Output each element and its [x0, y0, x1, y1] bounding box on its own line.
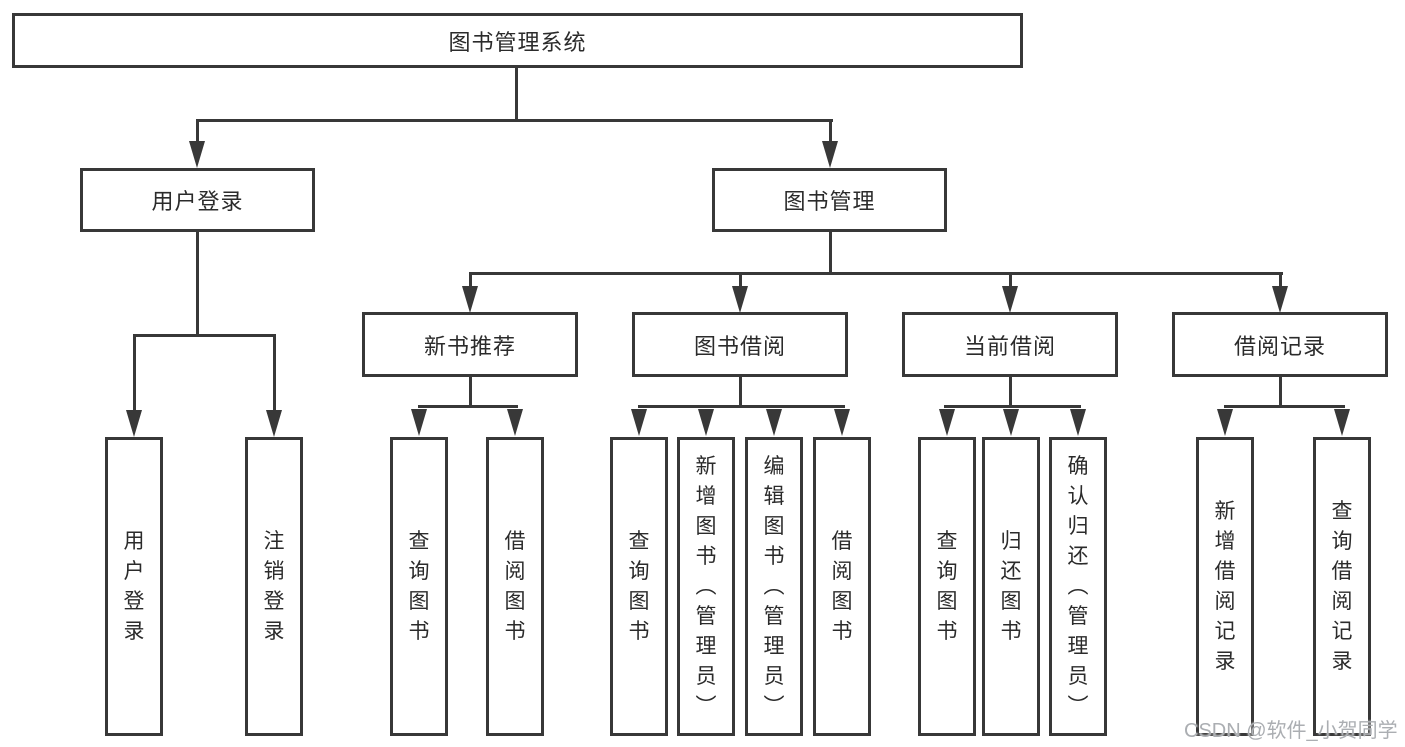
connector-drop-leaf	[133, 334, 136, 412]
arrowhead-down-icon	[1002, 286, 1018, 313]
node-borrow-records: 借阅记录	[1172, 312, 1388, 377]
arrowhead-down-icon	[1217, 409, 1233, 436]
leaf-return-books: 归 还 图 书	[982, 437, 1040, 736]
connector-group-bar	[418, 405, 518, 408]
connector-root-bar	[196, 119, 833, 122]
arrowhead-down-icon	[822, 141, 838, 168]
connector-drop-group	[1279, 272, 1282, 288]
arrowhead-down-icon	[266, 410, 282, 437]
leaf-logout: 注 销 登 录	[245, 437, 303, 736]
connector-group-stem	[1279, 377, 1282, 407]
node-current-borrow: 当前借阅	[902, 312, 1118, 377]
connector-user-login-bar	[133, 334, 276, 337]
leaf-borrow-books: 借 阅 图 书	[486, 437, 544, 736]
arrowhead-down-icon	[1272, 286, 1288, 313]
connector-drop-group	[739, 272, 742, 288]
connector-group-stem	[469, 377, 472, 407]
connector-group-bar	[1224, 405, 1345, 408]
arrowhead-down-icon	[834, 409, 850, 436]
arrowhead-down-icon	[631, 409, 647, 436]
arrowhead-down-icon	[1334, 409, 1350, 436]
connector-book-mgmt-bar	[469, 272, 1283, 275]
arrowhead-down-icon	[732, 286, 748, 313]
leaf-query-books: 查 询 图 书	[918, 437, 976, 736]
connector-book-mgmt-stem	[829, 232, 832, 274]
leaf-edit-book-admin: 编 辑 图 书 ︵ 管 理 员 ︶	[745, 437, 803, 736]
node-book-management: 图书管理	[712, 168, 947, 232]
node-user-login: 用户登录	[80, 168, 315, 232]
leaf-borrow-books: 借 阅 图 书	[813, 437, 871, 736]
arrowhead-down-icon	[1070, 409, 1086, 436]
connector-group-bar	[638, 405, 845, 408]
connector-root-stem	[515, 66, 518, 121]
arrowhead-down-icon	[189, 141, 205, 168]
connector-drop-book-management	[829, 119, 832, 145]
connector-user-login-stem	[196, 232, 199, 337]
leaf-confirm-return-admin: 确 认 归 还 ︵ 管 理 员 ︶	[1049, 437, 1107, 736]
arrowhead-down-icon	[411, 409, 427, 436]
leaf-query-books: 查 询 图 书	[610, 437, 668, 736]
arrowhead-down-icon	[126, 410, 142, 437]
leaf-query-borrow-record: 查 询 借 阅 记 录	[1313, 437, 1371, 736]
connector-group-stem	[1009, 377, 1012, 407]
connector-drop-leaf	[273, 334, 276, 412]
connector-drop-group	[1009, 272, 1012, 288]
node-new-book-recommend: 新书推荐	[362, 312, 578, 377]
arrowhead-down-icon	[766, 409, 782, 436]
arrowhead-down-icon	[507, 409, 523, 436]
leaf-query-books: 查 询 图 书	[390, 437, 448, 736]
arrowhead-down-icon	[462, 286, 478, 313]
arrowhead-down-icon	[698, 409, 714, 436]
leaf-add-borrow-record: 新 增 借 阅 记 录	[1196, 437, 1254, 736]
connector-group-stem	[739, 377, 742, 407]
leaf-user-login: 用 户 登 录	[105, 437, 163, 736]
node-root-system: 图书管理系统	[12, 13, 1023, 68]
node-book-borrow: 图书借阅	[632, 312, 848, 377]
arrowhead-down-icon	[1003, 409, 1019, 436]
connector-drop-user-login	[196, 119, 199, 145]
csdn-watermark: CSDN @软件_小贺同学	[1184, 720, 1398, 742]
leaf-add-book-admin: 新 增 图 书 ︵ 管 理 员 ︶	[677, 437, 735, 736]
arrowhead-down-icon	[939, 409, 955, 436]
connector-group-bar	[944, 405, 1081, 408]
connector-drop-group	[469, 272, 472, 288]
